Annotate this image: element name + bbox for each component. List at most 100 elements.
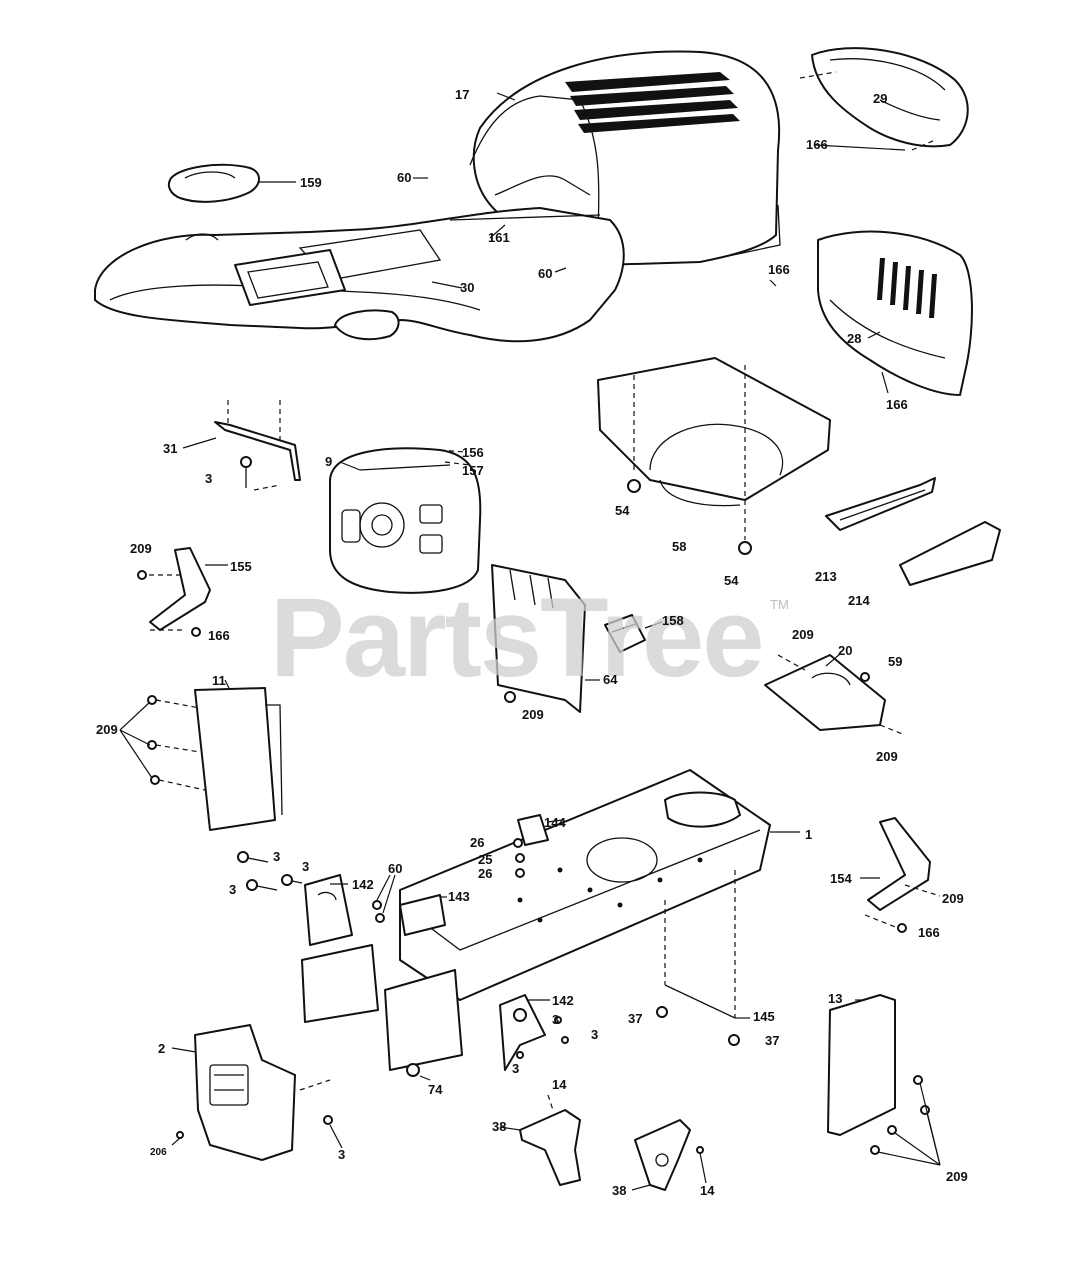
plate-13: [827, 994, 941, 1166]
bracket-64: [491, 564, 600, 713]
bracket-31: [182, 400, 301, 481]
callout-37: 37: [628, 1011, 643, 1026]
callout-206: 206: [150, 1147, 167, 1158]
callout-144: 144: [544, 815, 566, 830]
callout-145: 145: [753, 1009, 775, 1024]
bolts-209-left: [119, 695, 206, 791]
callout-166: 166: [918, 925, 940, 940]
callout-60: 60: [397, 170, 412, 185]
callout-60: 60: [388, 861, 403, 876]
callout-26: 26: [470, 835, 485, 850]
callout-26: 26: [478, 866, 493, 881]
callout-3: 3: [512, 1061, 520, 1076]
callout-3: 3: [205, 471, 213, 486]
callout-209: 209: [876, 749, 898, 764]
callout-142: 142: [552, 993, 574, 1008]
callout-64: 64: [603, 672, 618, 687]
bolt-37-left: [656, 1006, 668, 1018]
bolts-60-lower: [372, 874, 396, 923]
bolts-209-right: [870, 1075, 941, 1166]
callout-3: 3: [591, 1027, 599, 1042]
callout-3: 3: [273, 849, 281, 864]
callout-209: 209: [96, 722, 118, 737]
callout-58: 58: [672, 539, 687, 554]
bolt-3-top: [240, 456, 281, 491]
shield-214: [899, 521, 1001, 586]
bracket-155: [137, 547, 228, 637]
callout-14: 14: [552, 1077, 567, 1092]
main-frame-1: [399, 769, 800, 1001]
callout-59: 59: [888, 654, 903, 669]
fender-body-30: [94, 207, 625, 343]
bracket-38-right: [631, 1119, 707, 1191]
callout-143: 143: [448, 889, 470, 904]
partstree-watermark-trademark: TM: [770, 597, 789, 612]
bolt-37-right: [728, 1034, 740, 1046]
clamp-158: [604, 614, 663, 653]
callout-25: 25: [478, 852, 493, 867]
callout-74: 74: [428, 1082, 443, 1097]
callout-31: 31: [163, 441, 178, 456]
callout-3: 3: [229, 882, 237, 897]
bracket-38-left: [499, 1094, 581, 1186]
callout-214: 214: [848, 593, 870, 608]
callout-54: 54: [724, 573, 739, 588]
callout-166: 166: [806, 137, 828, 152]
grille-slots: [877, 258, 937, 318]
callout-155: 155: [230, 559, 252, 574]
callout-38: 38: [612, 1183, 627, 1198]
bolt-206: [171, 1131, 184, 1146]
callout-209: 209: [130, 541, 152, 556]
plate-20: [764, 653, 906, 736]
seat-pan-58: [597, 357, 831, 540]
bolt-3-lower: [323, 1115, 343, 1149]
callout-30: 30: [460, 280, 475, 295]
callout-60: 60: [538, 266, 553, 281]
bracket-154: [860, 817, 941, 933]
callout-14: 14: [700, 1183, 715, 1198]
partstree-watermark: PartsTree: [270, 575, 765, 700]
dash-panel-9: [329, 447, 482, 594]
callout-166: 166: [768, 262, 790, 277]
headlight-lens-29: [799, 47, 969, 151]
callout-158: 158: [662, 613, 684, 628]
hood-grille-vents: [565, 72, 740, 133]
rod-145: [664, 870, 750, 1019]
side-plate-left: [301, 944, 463, 1071]
callout-161: 161: [488, 230, 510, 245]
shield-213: [825, 477, 936, 531]
callout-3: 3: [338, 1147, 346, 1162]
cup-holder-159: [167, 163, 296, 203]
callout-154: 154: [830, 871, 852, 886]
nut-54-right: [738, 541, 752, 555]
bolts-3-left-cluster: [237, 851, 303, 891]
plate-11: [119, 679, 283, 831]
callout-54: 54: [615, 503, 630, 518]
washer-25: [515, 853, 525, 863]
washer-26-top: [513, 838, 523, 848]
callout-1: 1: [805, 827, 813, 842]
washer-26-bottom: [515, 868, 525, 878]
plate-142-lower: [499, 994, 569, 1071]
callout-213: 213: [815, 569, 837, 584]
callout-159: 159: [300, 175, 322, 190]
callout-29: 29: [873, 91, 888, 106]
callout-142: 142: [352, 877, 374, 892]
callout-156: 156: [462, 445, 484, 460]
callout-2: 2: [158, 1041, 166, 1056]
callout-209: 209: [792, 627, 814, 642]
callout-9: 9: [325, 454, 333, 469]
callout-157: 157: [462, 463, 484, 478]
callout-166: 166: [208, 628, 230, 643]
nut-54-left: [627, 479, 641, 493]
callout-37: 37: [765, 1033, 780, 1048]
callout-209: 209: [946, 1169, 968, 1184]
callout-166: 166: [886, 397, 908, 412]
callout-17: 17: [455, 87, 470, 102]
grille-panel-28: [817, 230, 973, 396]
nut-74: [406, 1063, 431, 1081]
callout-209: 209: [942, 891, 964, 906]
callout-209: 209: [522, 707, 544, 722]
callout-3: 3: [552, 1012, 560, 1027]
